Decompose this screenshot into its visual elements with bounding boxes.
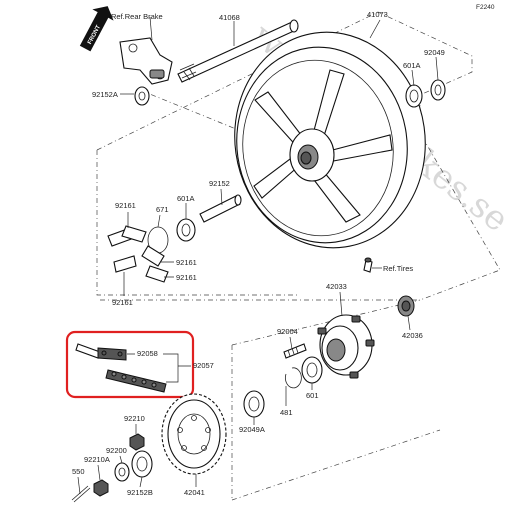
label-92161-b: 92161 xyxy=(176,258,197,267)
label-92004: 92004 xyxy=(277,327,298,336)
label-92161-a: 92161 xyxy=(115,201,136,210)
figure-code: F2240 xyxy=(476,4,495,11)
circlip-481 xyxy=(285,367,302,389)
washer-92200 xyxy=(114,462,130,482)
label-601: 601 xyxy=(306,391,319,400)
label-671: 671 xyxy=(156,205,169,214)
rear-sprocket-42041 xyxy=(161,393,227,475)
highlight-box-chain xyxy=(65,330,195,399)
stud-92004 xyxy=(283,343,307,359)
label-42033: 42033 xyxy=(326,282,347,291)
label-41068: 41068 xyxy=(219,13,240,22)
bearing-601 xyxy=(301,356,323,384)
caliper-bracket xyxy=(119,37,173,85)
collar-92152a xyxy=(134,86,150,106)
label-92152a: 92152A xyxy=(92,90,118,99)
label-92152b: 92152B xyxy=(127,488,153,497)
label-92049-top: 92049 xyxy=(424,48,445,57)
collar-92152b xyxy=(131,450,153,478)
label-92210a: 92210A xyxy=(84,455,110,464)
label-92161-c: 92161 xyxy=(176,273,197,282)
front-arrow-icon: FRONT xyxy=(79,6,114,52)
bearing-601a-mid xyxy=(176,218,196,242)
axle-center-line xyxy=(100,89,420,301)
cotter-pin-550 xyxy=(71,485,91,503)
tire-valve xyxy=(363,257,373,273)
collar-92152 xyxy=(199,194,242,223)
oil-seal-92049-upper xyxy=(430,79,446,101)
label-41073: 41073 xyxy=(367,10,388,19)
lower-assembly-frame xyxy=(231,299,441,501)
label-42041: 42041 xyxy=(184,488,205,497)
label-92049a: 92049A xyxy=(239,425,265,434)
upper-assembly-frame xyxy=(96,11,501,301)
nut-92210a xyxy=(93,479,109,497)
bearing-601a-upper xyxy=(405,84,423,108)
rear-axle xyxy=(177,19,299,83)
label-92152: 92152 xyxy=(209,179,230,188)
label-ref-rear-brake: Ref.Rear Brake xyxy=(111,12,163,21)
label-92058: 92058 xyxy=(137,349,158,358)
label-92200: 92200 xyxy=(106,446,127,455)
label-601a-top: 601A xyxy=(403,61,421,70)
nut-92210 xyxy=(129,433,145,451)
label-601a-mid: 601A xyxy=(177,194,195,203)
oil-seal-92049a xyxy=(243,390,265,418)
wheel-rim xyxy=(234,31,426,249)
collar-42036 xyxy=(397,295,415,317)
label-42036: 42036 xyxy=(402,331,423,340)
label-92057: 92057 xyxy=(193,361,214,370)
label-ref-tires: Ref.Tires xyxy=(383,264,413,273)
label-92210: 92210 xyxy=(124,414,145,423)
drive-chain xyxy=(75,343,167,393)
label-550: 550 xyxy=(72,467,85,476)
label-92161-d: 92161 xyxy=(112,298,133,307)
label-481: 481 xyxy=(280,408,293,417)
damper-set-92161 xyxy=(107,225,169,283)
sprocket-hub-42033 xyxy=(317,314,375,379)
